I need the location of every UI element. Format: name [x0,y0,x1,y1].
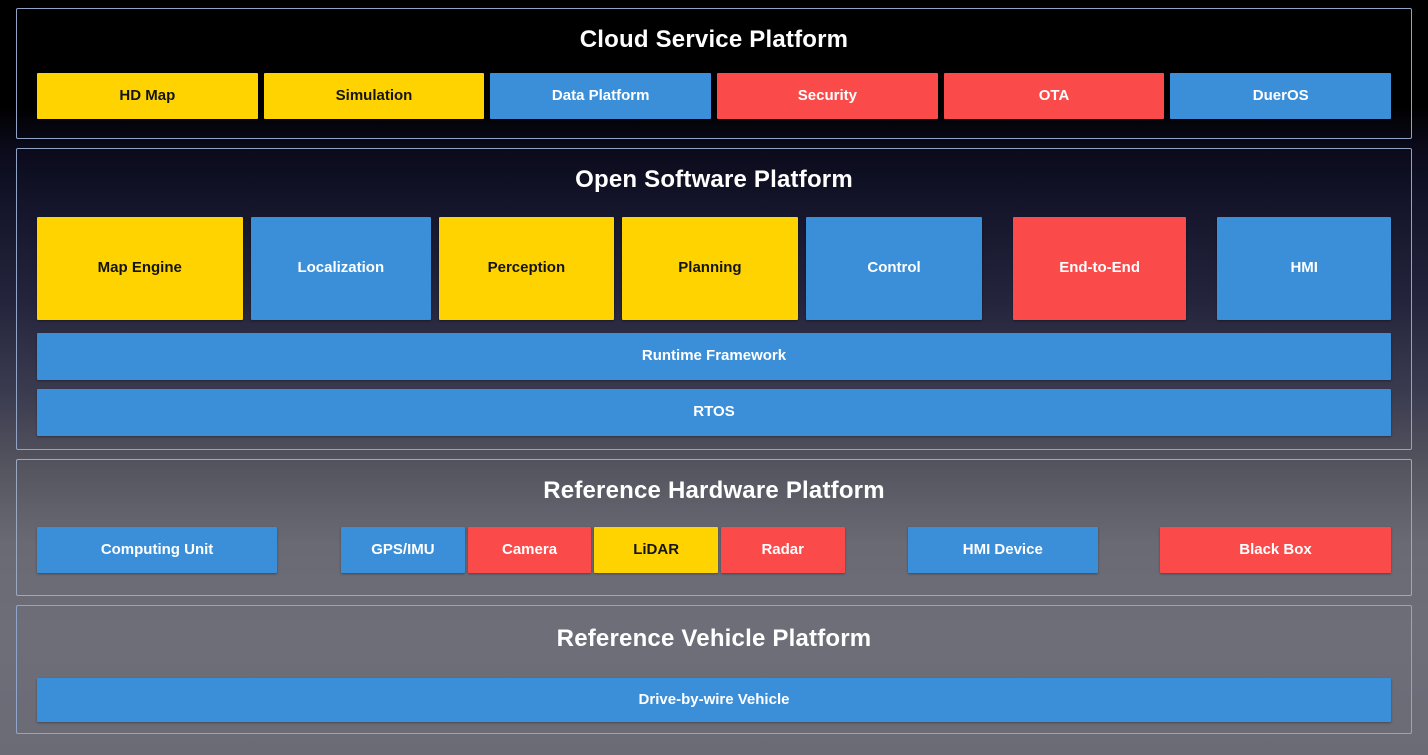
layer-title-open-software-platform: Open Software Platform [575,166,853,193]
spacer [1186,217,1217,320]
box-data-platform[interactable]: Data Platform [490,73,712,119]
spacer [982,217,1013,320]
spacer [431,217,439,320]
box-radar[interactable]: Radar [720,527,845,573]
box-map-engine[interactable]: Map Engine [37,217,243,320]
box-hmi[interactable]: HMI [1217,217,1391,320]
spacer [845,527,908,573]
row-software-modules: Map Engine Localization Perception Plann… [17,217,1411,320]
layer-reference-vehicle-platform: Reference Vehicle Platform Drive-by-wire… [16,605,1412,734]
spacer [1098,527,1160,573]
spacer [277,527,341,573]
spacer [243,217,251,320]
spacer [614,217,622,320]
layer-title-cloud-service-platform: Cloud Service Platform [579,26,849,53]
layer-cloud-service-platform: Cloud Service Platform HD Map Simulation… [16,8,1412,139]
box-lidar[interactable]: LiDAR [594,527,718,573]
box-rtos[interactable]: RTOS [37,389,1391,436]
box-black-box[interactable]: Black Box [1160,527,1392,573]
layer-open-software-platform: Open Software Platform Map Engine Locali… [16,148,1412,450]
box-localization[interactable]: Localization [250,217,432,320]
box-hd-map[interactable]: HD Map [37,73,258,119]
box-camera[interactable]: Camera [467,527,592,573]
box-security[interactable]: Security [717,73,938,119]
box-control[interactable]: Control [806,217,982,320]
row-cloud-services: HD Map Simulation Data Platform Security… [17,73,1411,119]
row-hardware-components: Computing Unit GPS/IMU Camera LiDAR Rada… [17,527,1411,573]
box-drive-by-wire-vehicle[interactable]: Drive-by-wire Vehicle [37,678,1391,722]
box-hmi-device[interactable]: HMI Device [907,527,1099,573]
box-dueros[interactable]: DuerOS [1170,73,1392,119]
box-planning[interactable]: Planning [621,217,799,320]
box-ota[interactable]: OTA [943,73,1165,119]
layer-title-reference-vehicle-platform: Reference Vehicle Platform [556,625,872,652]
box-end-to-end[interactable]: End-to-End [1012,217,1187,320]
layer-reference-hardware-platform: Reference Hardware Platform Computing Un… [16,459,1412,596]
box-runtime-framework[interactable]: Runtime Framework [37,333,1391,380]
row-software-bars: Runtime Framework RTOS [17,333,1411,436]
box-gps-imu[interactable]: GPS/IMU [341,527,465,573]
layer-title-reference-hardware-platform: Reference Hardware Platform [543,477,885,504]
box-computing-unit[interactable]: Computing Unit [37,527,278,573]
box-simulation[interactable]: Simulation [263,73,485,119]
box-perception[interactable]: Perception [439,217,614,320]
row-vehicle-components: Drive-by-wire Vehicle [17,678,1411,722]
spacer [798,217,806,320]
